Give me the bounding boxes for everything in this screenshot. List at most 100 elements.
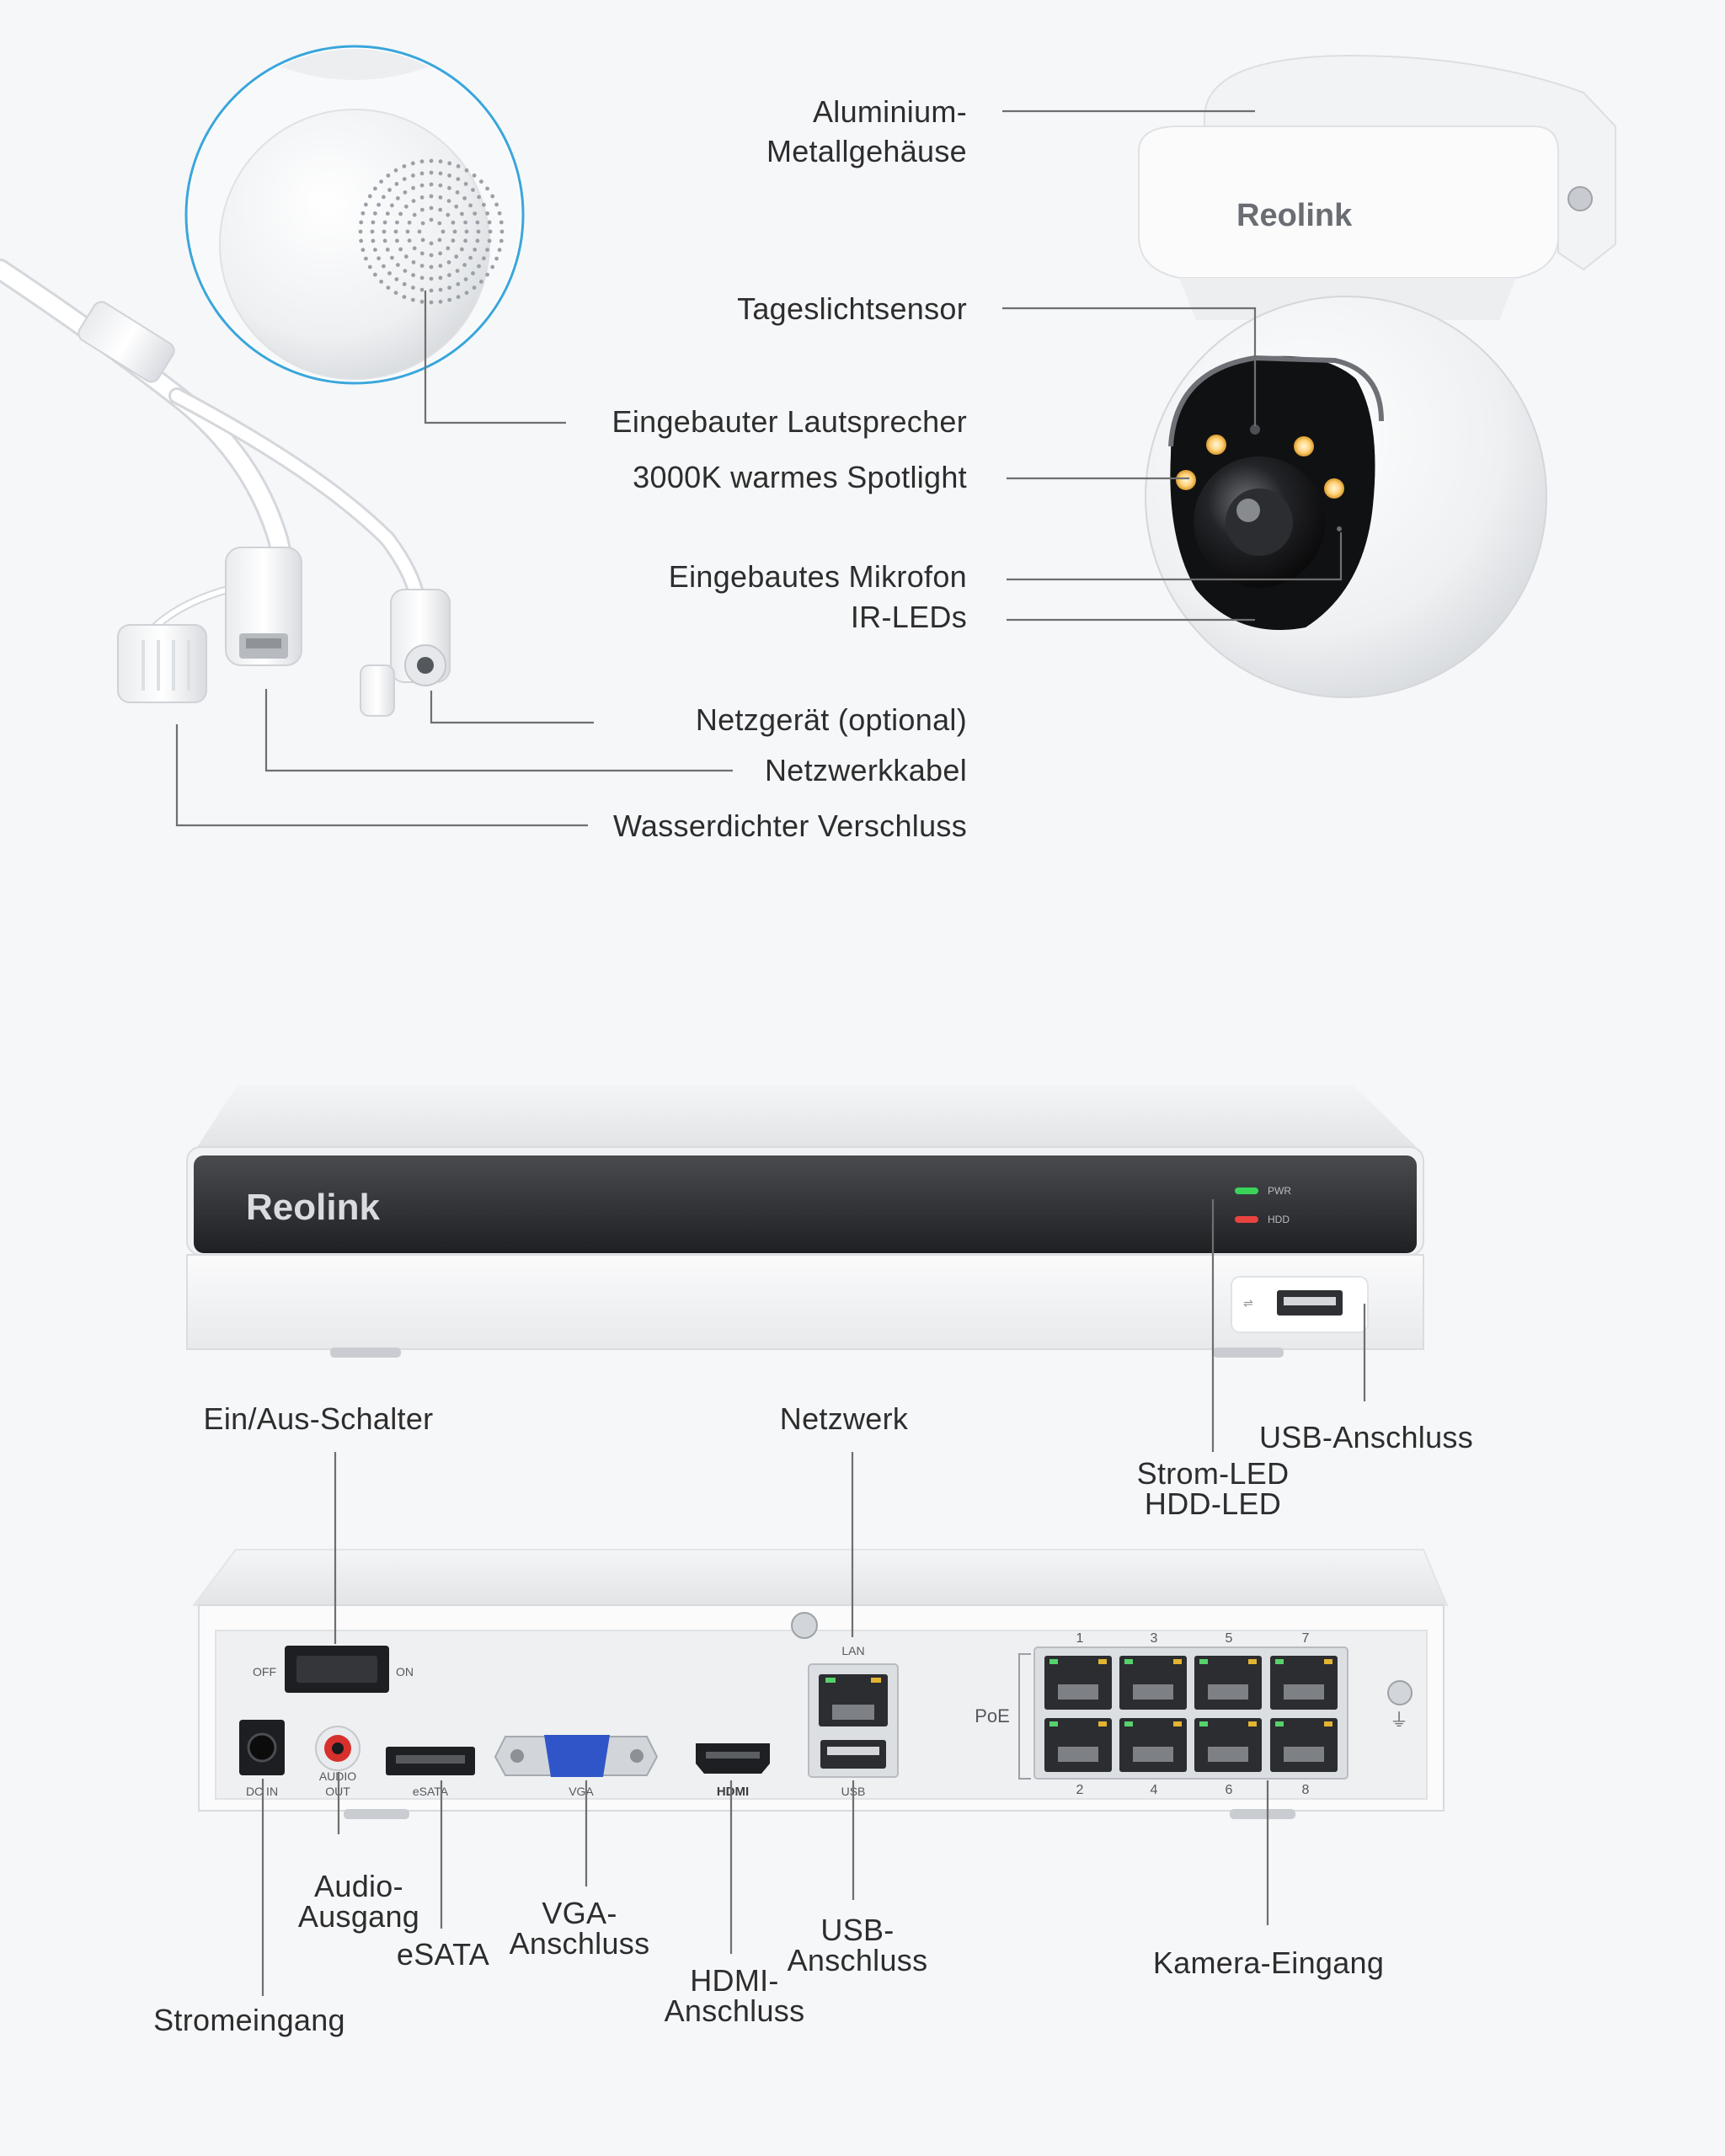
screw-icon (1387, 1680, 1413, 1705)
grille-dot (377, 202, 381, 207)
grille-dot (390, 255, 394, 260)
label-waterproof-cap: Wasserdichter Verschluss (612, 808, 967, 843)
grille-dot (419, 195, 425, 200)
grille-dot (419, 275, 425, 280)
grille-dot (402, 295, 407, 299)
grille-dot (419, 159, 425, 164)
grille-dot (360, 248, 366, 253)
grille-dot (463, 220, 467, 225)
grille-dot (490, 194, 495, 199)
speaker-callout (184, 45, 525, 385)
grille-dot (412, 212, 417, 217)
grille-dot (429, 205, 434, 211)
grille-dot (419, 251, 425, 256)
grille-dot (382, 238, 387, 243)
grille-dot (394, 182, 399, 186)
grille-dot (485, 211, 489, 216)
pwr-label: PWR (1268, 1185, 1291, 1197)
waterproof-cap (117, 624, 207, 703)
grille-dot (393, 168, 398, 173)
grille-dot (390, 203, 394, 208)
grille-dot (464, 229, 469, 234)
grille-dot (437, 237, 442, 243)
esata-label: eSATA (413, 1785, 449, 1798)
label-audio-out: Audio- Ausgang (297, 1869, 420, 1934)
grille-dot (420, 221, 425, 226)
label-power-input: Stromeingang (153, 2003, 345, 2037)
poe-port-grid (1044, 1656, 1338, 1772)
grille-dot (446, 199, 451, 204)
usb-icon: ⇌ (1243, 1296, 1253, 1310)
grille-dot (485, 272, 489, 277)
port-led (1173, 1659, 1182, 1664)
grille-dot (429, 241, 434, 246)
grille-dot (438, 264, 443, 268)
daylight-sensor (1250, 424, 1260, 435)
grille-dot (462, 196, 467, 200)
grille-dot (402, 282, 407, 286)
grille-dot (447, 185, 451, 190)
grille-dot (367, 264, 372, 270)
grille-dot (411, 273, 415, 278)
screw-icon (791, 1612, 818, 1639)
grille-dot (447, 297, 452, 302)
grille-dot (403, 254, 409, 259)
port-number: 2 (1076, 1783, 1084, 1797)
grille-dot (499, 220, 504, 225)
on-label: ON (396, 1665, 414, 1678)
label-leds: Strom-LED HDD-LED (1136, 1456, 1290, 1521)
port-led (1124, 1721, 1133, 1726)
label-microphone: Eingebautes Mikrofon (668, 559, 967, 594)
grille-dot (464, 168, 469, 173)
grille-dot (429, 264, 434, 270)
grille-dot (382, 264, 386, 269)
port-pins (1058, 1747, 1098, 1762)
port-led (1098, 1659, 1107, 1664)
grille-dot (371, 238, 376, 243)
grille-dot (411, 286, 415, 290)
pwr-led (1235, 1187, 1258, 1194)
grille-dot (396, 263, 400, 267)
port-number: 8 (1302, 1783, 1310, 1797)
grille-dot (402, 177, 407, 182)
poe-ports (1033, 1646, 1348, 1780)
off-label: OFF (253, 1665, 276, 1678)
port-pins (1208, 1747, 1248, 1762)
port-led (1049, 1659, 1058, 1664)
port-number: 4 (1151, 1783, 1158, 1797)
speaker-grille (358, 158, 505, 305)
port-number: 3 (1151, 1631, 1158, 1646)
camera-leader-lines (175, 109, 1343, 827)
grille-dot (446, 246, 451, 251)
grille-dot (429, 170, 434, 175)
grille-dot (359, 220, 364, 225)
grille-dot (447, 173, 451, 178)
screw-icon (1567, 186, 1593, 211)
grille-dot (373, 248, 377, 252)
grille-dot (438, 159, 443, 164)
grille-dot (447, 286, 451, 290)
grille-dot (393, 291, 398, 296)
ground-icon: ⏚ (1390, 1710, 1408, 1731)
grille-dot (412, 246, 417, 251)
port-led (1275, 1721, 1284, 1726)
grille-dot (370, 229, 375, 234)
label-vga: VGA- Anschluss (509, 1896, 650, 1961)
camera: Reolink (1138, 54, 1616, 698)
grille-dot (407, 238, 412, 243)
port-led (1173, 1721, 1182, 1726)
grille-dot (456, 282, 461, 286)
grille-dot (398, 211, 403, 216)
grille-dot (441, 229, 446, 234)
label-hdmi: HDMI- Anschluss (664, 1963, 805, 2028)
label-camera-input: Kamera-Eingang (1152, 1945, 1385, 1980)
network-connector (225, 547, 302, 666)
grille-dot (454, 254, 459, 259)
grille-dot (373, 272, 377, 277)
grille-dot (420, 237, 425, 243)
grille-dot (429, 217, 434, 222)
grille-dot (379, 280, 383, 284)
port-pins (1133, 1747, 1173, 1762)
grille-dot (438, 275, 443, 280)
grille-dot (419, 264, 425, 268)
